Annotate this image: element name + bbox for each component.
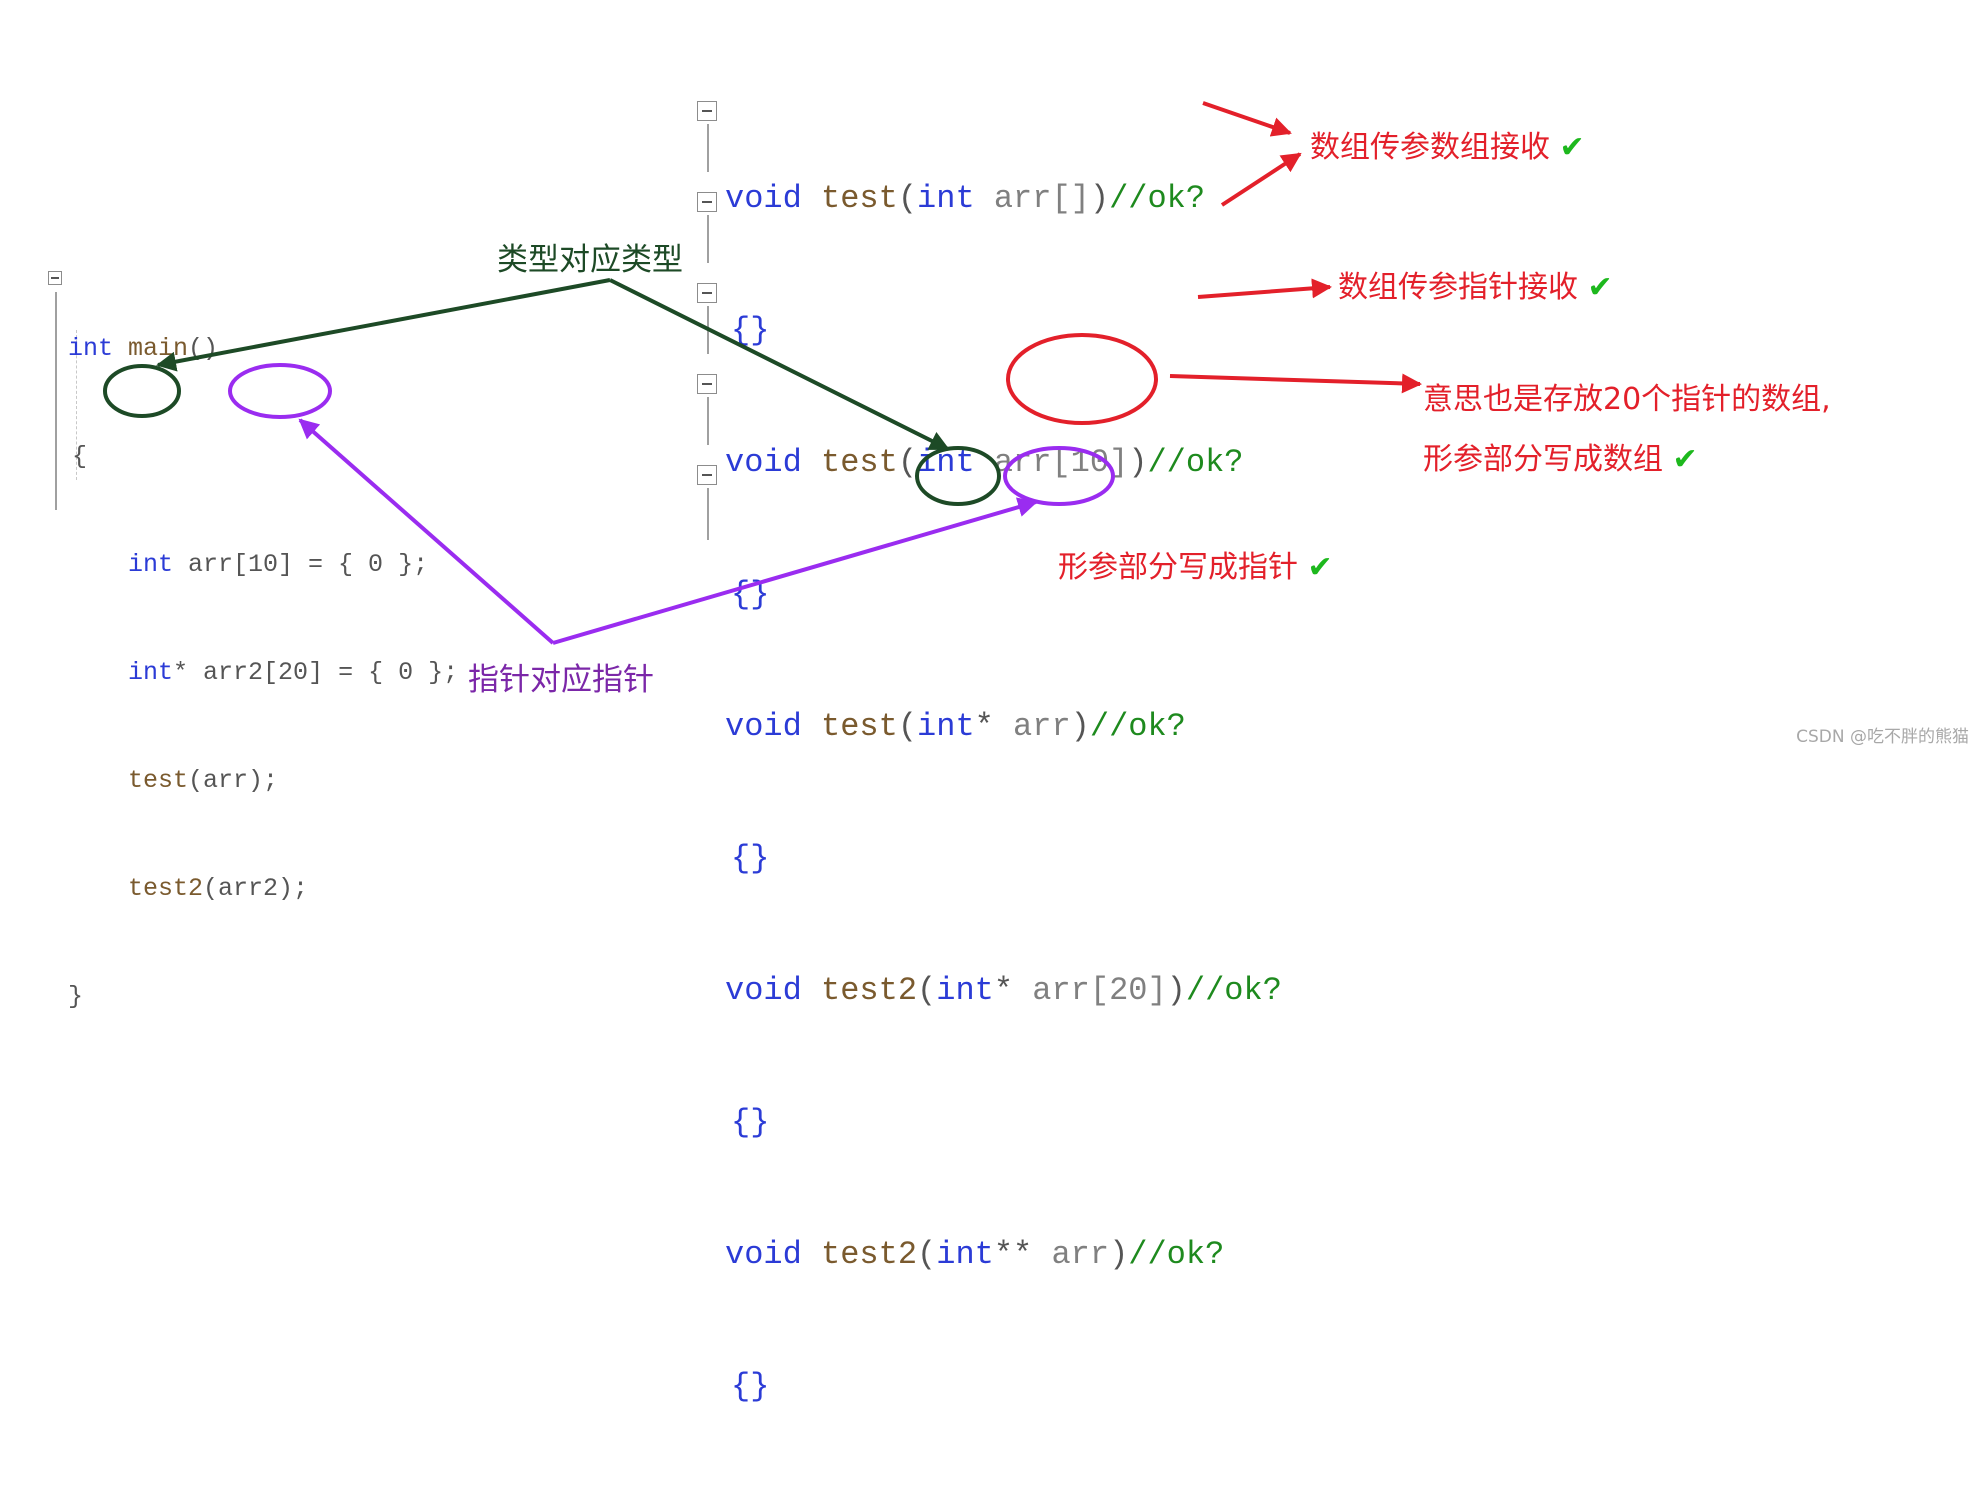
code-line-f1: void test(int arr[])//ok? <box>725 180 1206 217</box>
check-icon: ✔ <box>1587 270 1613 305</box>
annotation-overlay <box>103 101 1422 645</box>
watermark: CSDN @吃不胖的熊猫 <box>1796 727 1969 747</box>
highlight-arr20-right <box>1006 333 1158 425</box>
arrow-type-to-left-int <box>156 278 611 372</box>
code-line-close-brace: } <box>68 982 84 1011</box>
label-pointer-matches-pointer: 指针对应指针 <box>468 662 654 698</box>
fold-toggle-f1[interactable] <box>697 101 717 121</box>
code-body-f5: {} <box>731 1368 770 1405</box>
label-param-as-pointer: 形参部分写成指针 ✔ <box>1058 550 1333 585</box>
highlight-int-star-left <box>103 364 181 418</box>
code-line-arr-decl: int arr[10] = { 0 }; <box>128 550 429 579</box>
code-line-f4: void test2(int* arr[20])//ok? <box>725 972 1282 1009</box>
scope-guide-main <box>55 292 57 510</box>
arrow-f1-to-array-receive <box>1202 101 1292 137</box>
fold-toggle-f3[interactable] <box>697 283 717 303</box>
check-icon: ✔ <box>1307 550 1333 585</box>
scope-guide-f1 <box>707 124 709 172</box>
label-array-param-pointer-receive: 数组传参指针接收 ✔ <box>1338 270 1613 305</box>
fold-toggle-f5[interactable] <box>697 465 717 485</box>
code-body-f3: {} <box>731 840 770 877</box>
code-line-open-brace: { <box>72 442 88 471</box>
code-body-f4: {} <box>731 1104 770 1141</box>
highlight-int-doublestar-right <box>915 446 1001 506</box>
indent-guide-main <box>76 330 77 480</box>
diagram-canvas: int main() { int arr[10] = { 0 }; int* a… <box>48 101 1969 1405</box>
label-pointer-array-line1: 意思也是存放20个指针的数组, <box>1423 382 1831 417</box>
check-icon: ✔ <box>1672 442 1698 477</box>
highlight-arr-right <box>1003 446 1115 506</box>
arrow-f4-to-pointer-array-note <box>1169 373 1422 394</box>
arrow-pointer-to-right-arr <box>552 497 1038 645</box>
label-pointer-array-line2: 形参部分写成数组 ✔ <box>1423 442 1698 477</box>
code-line-f3: void test(int* arr)//ok? <box>725 708 1186 745</box>
code-line-arr2-decl: int* arr2[20] = { 0 }; <box>128 658 459 687</box>
arrow-type-to-right-int <box>609 278 950 451</box>
fold-toggle-main[interactable] <box>48 271 62 285</box>
arrow-f3-to-pointer-receive <box>1197 278 1332 299</box>
code-line-f5: void test2(int** arr)//ok? <box>725 1236 1225 1273</box>
code-line-main: int main() <box>68 334 219 363</box>
fold-toggle-f4[interactable] <box>697 374 717 394</box>
arrow-f2-to-array-receive <box>1220 152 1302 207</box>
highlight-arr2-left <box>228 363 332 419</box>
label-array-param-array-receive: 数组传参数组接收 ✔ <box>1310 130 1585 165</box>
scope-guide-f2 <box>707 215 709 263</box>
check-icon: ✔ <box>1559 130 1585 165</box>
scope-guide-f4 <box>707 397 709 445</box>
code-line-test-call: test(arr); <box>128 766 279 795</box>
label-type-matches-type: 类型对应类型 <box>497 242 683 278</box>
arrow-pointer-to-left-arr2 <box>298 418 555 645</box>
fold-toggle-f2[interactable] <box>697 192 717 212</box>
scope-guide-f5 <box>707 488 709 540</box>
code-line-test2-call: test2(arr2); <box>128 874 309 903</box>
